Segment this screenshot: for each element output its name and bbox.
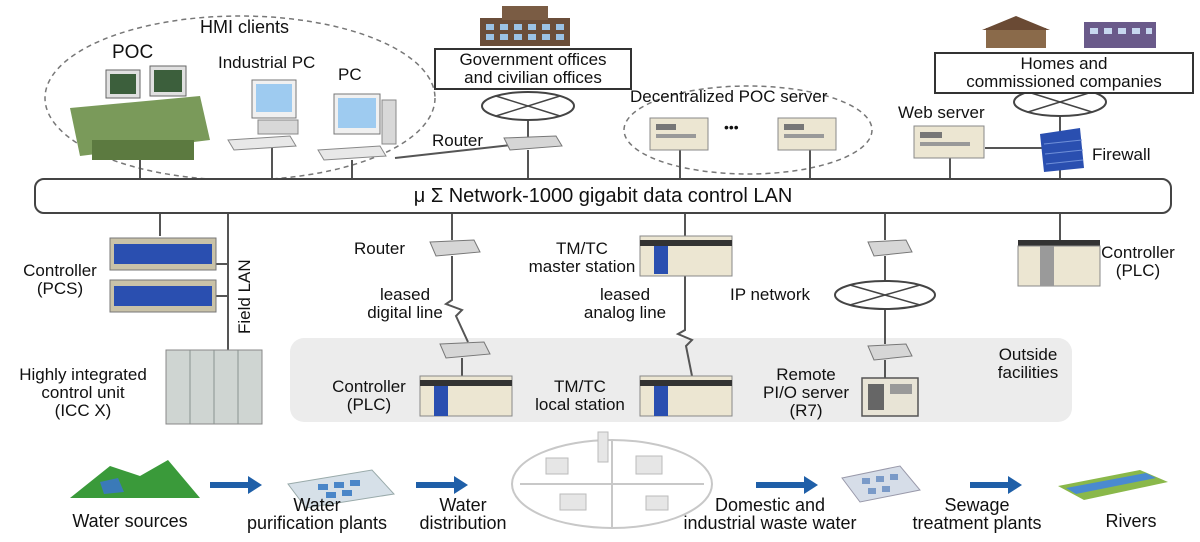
outside-facilities-label: Outside facilities (997, 345, 1059, 382)
icc-x-cabinet-icon (165, 349, 263, 425)
web-server-label: Web server (898, 103, 985, 122)
flow-arrow-icon (416, 476, 468, 494)
router-icon (503, 135, 563, 151)
web-server-icon (913, 125, 985, 159)
rivers-icon (1058, 470, 1168, 500)
controller-plc-icon (419, 375, 513, 417)
decentralized-poc-label: Decentralized POC server (630, 87, 828, 106)
ellipsis-label: ••• (724, 119, 739, 135)
poc-server-icon (777, 117, 837, 151)
remote-pio-label: Remote PI/O server (R7) (763, 365, 849, 420)
pc-label: PC (338, 65, 362, 84)
poc-label: POC (112, 42, 154, 63)
firewall-icon (1040, 128, 1084, 172)
flow-water-sources-label: Water sources (72, 511, 188, 531)
flow-sewage-label: Sewage treatment plants (912, 495, 1042, 533)
controller-plc-label: Controller (PLC) (332, 377, 406, 414)
tmtc-local-label: TM/TC local station (535, 377, 625, 414)
government-offices-label: Government offices and civilian offices (434, 48, 632, 90)
router-mid-label: Router (354, 239, 406, 258)
poc-server-icon (649, 117, 709, 151)
field-lan-label: Field LAN (235, 259, 254, 334)
water-sources-icon (70, 460, 200, 498)
industrial-pc-label: Industrial PC (218, 53, 316, 72)
flow-purification-label: Water purification plants (246, 495, 388, 533)
pc-icon (317, 93, 397, 161)
router-icon (429, 239, 481, 257)
controller-plc-right-icon (1017, 240, 1101, 287)
network-hub-icon (481, 91, 575, 121)
industrial-pc-icon (227, 79, 299, 151)
router-icon (439, 341, 491, 359)
tmtc-master-station-icon (639, 235, 733, 277)
ip-network-label: IP network (730, 285, 811, 304)
router-top-label: Router (432, 131, 484, 150)
distribution-city-icon (511, 431, 713, 529)
flow-arrow-icon (970, 476, 1022, 494)
controller-plc-right-label: Controller (PLC) (1101, 243, 1175, 280)
remote-pio-server-icon (861, 377, 919, 417)
ip-network-icon (834, 280, 936, 310)
purification-plant-icon (287, 469, 395, 509)
icc-label: Highly integrated control unit (ICC X) (19, 365, 147, 420)
tmtc-local-station-icon (639, 375, 733, 417)
router-icon (867, 343, 913, 361)
homes-building-icon (982, 16, 1156, 48)
flow-waste-water-label: Domestic and industrial waste water (683, 495, 857, 533)
flow-rivers-label: Rivers (1105, 511, 1157, 531)
router-icon (867, 239, 913, 257)
controller-pcs-label: Controller (PCS) (23, 261, 97, 298)
gigabit-lan-bar: μ Σ Network-1000 gigabit data control LA… (34, 178, 1172, 214)
homes-label: Homes and commissioned companies (934, 52, 1194, 94)
leased-digital-label: leased digital line (367, 285, 443, 322)
hmi-clients-label: HMI clients (200, 17, 290, 37)
sewage-plant-icon (841, 465, 921, 503)
decentralized-poc-group (623, 85, 873, 175)
flow-arrow-icon (210, 476, 262, 494)
leased-analog-label: leased analog line (583, 285, 667, 322)
flow-arrow-icon (756, 476, 818, 494)
flow-distribution-label: Water distribution (419, 495, 507, 533)
poc-console-icon (70, 65, 210, 160)
tmtc-master-label: TM/TC master station (528, 239, 636, 276)
government-building-icon (480, 6, 570, 46)
firewall-label: Firewall (1092, 145, 1151, 164)
network-hub-icon (1013, 87, 1107, 117)
controller-pcs-icon (109, 237, 217, 313)
